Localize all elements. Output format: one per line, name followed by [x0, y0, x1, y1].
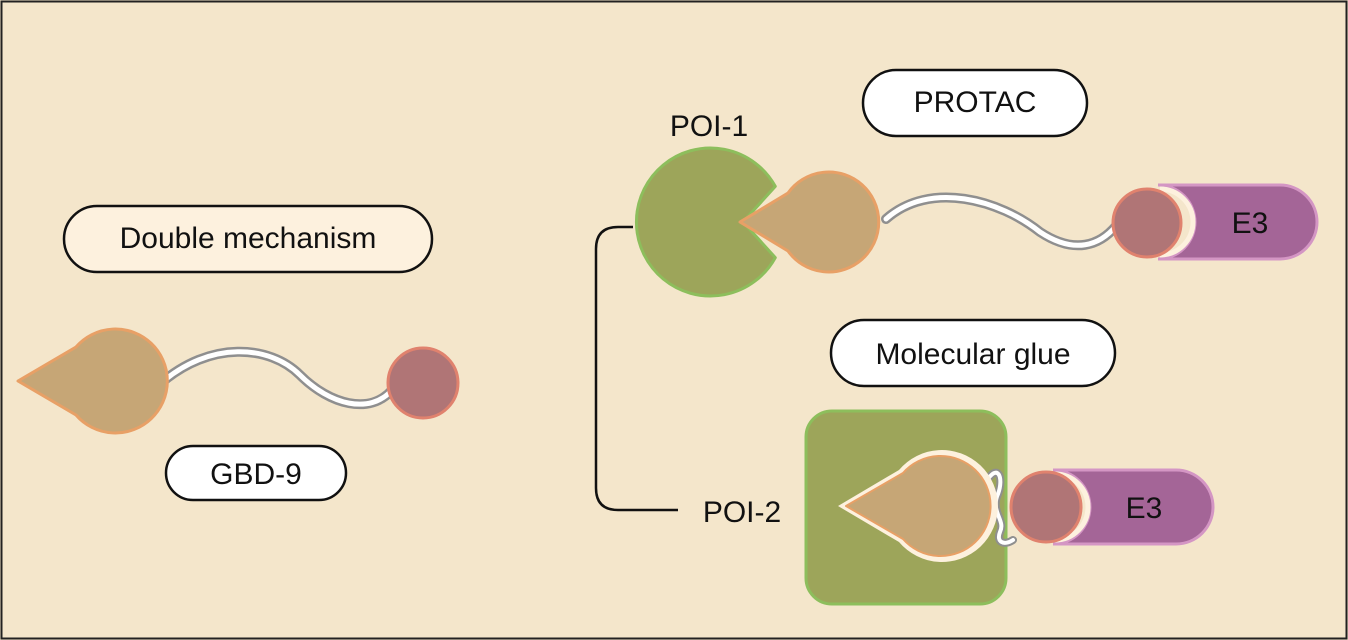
- double-mechanism-label: Double mechanism: [120, 222, 377, 255]
- gbd9-linker-inner: [157, 349, 395, 407]
- protac-label: PROTAC: [914, 86, 1037, 119]
- protac-linker-inner: [883, 195, 1119, 248]
- glue-e3-ligand: [1009, 470, 1083, 544]
- e3-top-label: E3: [1232, 207, 1269, 240]
- poi2-label: POI-2: [703, 496, 781, 529]
- protac-pill: PROTAC: [861, 68, 1089, 138]
- glue-linker-inner: [984, 470, 1015, 545]
- double-mechanism-pill-shape: [62, 204, 434, 274]
- gbd9-label: GBD-9: [210, 458, 302, 491]
- gbd9-e3-ligand: [386, 346, 460, 420]
- gbd9-pill-shape: [164, 444, 348, 502]
- gbd9-pill: GBD-9: [164, 444, 348, 502]
- poi1-protein: [635, 146, 777, 298]
- double-mechanism-pill: Double mechanism: [62, 204, 434, 274]
- gbd9-poi-ligand: [16, 327, 169, 435]
- protac-e3-ligand: [1111, 187, 1183, 259]
- molecular-glue-pill: Molecular glue: [829, 318, 1117, 388]
- e3-bottom-interface: [1054, 471, 1091, 543]
- e3-bottom-label: E3: [1126, 492, 1163, 525]
- protac-pill-shape: [861, 68, 1089, 138]
- molecular-glue-pill-shape: [829, 318, 1117, 388]
- molecular-glue-label: Molecular glue: [875, 338, 1070, 371]
- gbd9-molecule: [16, 327, 460, 435]
- poi1-label: POI-1: [670, 110, 748, 143]
- protac-poi-ligand: [738, 170, 881, 274]
- e3-top-interface: [1159, 186, 1196, 258]
- mechanism-bracket: [594, 225, 678, 512]
- glue-poi-ligand: [845, 455, 992, 557]
